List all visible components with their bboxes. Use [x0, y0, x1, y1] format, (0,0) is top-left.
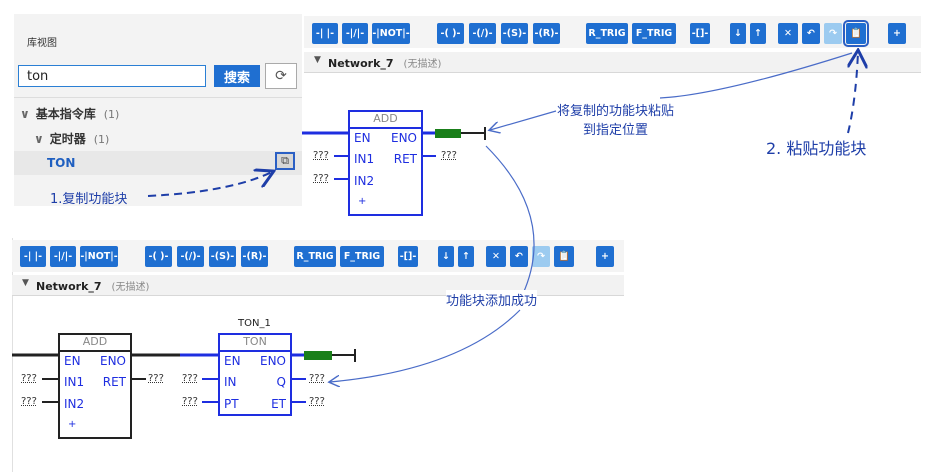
coil-reset-button[interactable]: -(R)-: [533, 23, 560, 44]
ton-et-value[interactable]: ???: [309, 396, 325, 407]
annotation-paste-place: 将复制的功能块粘贴 到指定位置: [557, 104, 675, 138]
add-network-button[interactable]: +: [888, 23, 906, 44]
ret-value[interactable]: ???: [148, 373, 164, 384]
in2-value[interactable]: ???: [313, 173, 329, 184]
paste-button[interactable]: 📋: [843, 20, 869, 47]
contact-not-button[interactable]: -|NOT|-: [80, 246, 118, 267]
contact-no-button[interactable]: -| |-: [20, 246, 46, 267]
in2-value[interactable]: ???: [21, 396, 37, 407]
divider: [14, 97, 302, 98]
search-input[interactable]: [18, 65, 206, 87]
block-button[interactable]: -[]-: [398, 246, 418, 267]
copy-icon[interactable]: ⧉: [275, 152, 295, 170]
collapse-icon[interactable]: ▼: [22, 278, 29, 288]
annotation-copy: 1.复制功能块: [50, 192, 128, 207]
ftrig-button[interactable]: F_TRIG: [340, 246, 384, 267]
add-pin-icon[interactable]: +: [358, 196, 367, 207]
ton-in-value[interactable]: ???: [182, 373, 198, 384]
pin-en: EN: [224, 354, 241, 368]
pin-in2: IN2: [64, 397, 85, 411]
pin-in1: IN1: [64, 375, 85, 389]
pin-pt: PT: [224, 397, 239, 411]
in1-value[interactable]: ???: [21, 373, 37, 384]
network-name: Network_7: [36, 280, 102, 293]
pin-en: EN: [64, 354, 81, 368]
search-button[interactable]: 搜索: [214, 65, 260, 87]
ton-pt-value[interactable]: ???: [182, 396, 198, 407]
ton-block[interactable]: TON EN IN PT ENO Q ET: [218, 333, 292, 416]
network-name: Network_7: [328, 57, 394, 70]
coil-reset-button[interactable]: -(R)-: [241, 246, 268, 267]
tree-count: (1): [93, 133, 110, 146]
move-up-button[interactable]: ↑: [750, 23, 766, 44]
add-network-button[interactable]: +: [596, 246, 614, 267]
contact-no-button[interactable]: -| |-: [312, 23, 338, 44]
move-up-button[interactable]: ↑: [458, 246, 474, 267]
ftrig-button[interactable]: F_TRIG: [632, 23, 676, 44]
redo-button[interactable]: ↷: [824, 23, 842, 44]
pin-eno: ENO: [99, 354, 126, 368]
pin-q: Q: [276, 375, 286, 389]
bottom-ladder-wires: [12, 349, 356, 403]
add-block-bottom[interactable]: ADD EN IN1 IN2 ENO RET +: [58, 333, 132, 439]
coil-button[interactable]: -( )-: [437, 23, 464, 44]
block-title: TON: [220, 335, 290, 352]
pin-in: IN: [224, 375, 237, 389]
contact-nc-button[interactable]: -|/|-: [342, 23, 368, 44]
add-block-top[interactable]: ADD EN IN1 IN2 ENO RET +: [348, 110, 423, 216]
delete-button[interactable]: ✕: [778, 23, 798, 44]
coil-negated-button[interactable]: -(/)-: [469, 23, 496, 44]
coil-button[interactable]: -( )-: [145, 246, 172, 267]
chevron-down-icon: ∨: [34, 132, 44, 146]
pin-en: EN: [354, 131, 371, 145]
network-desc: (无描述): [403, 59, 442, 70]
pin-ret: RET: [102, 375, 126, 389]
delete-button[interactable]: ✕: [486, 246, 506, 267]
tree-label: 定时器: [49, 132, 86, 146]
pin-eno: ENO: [259, 354, 286, 368]
annotation-paste: 2. 粘贴功能块: [766, 139, 867, 158]
block-button[interactable]: -[]-: [690, 23, 710, 44]
pin-in2: IN2: [354, 174, 375, 188]
block-title: ADD: [350, 112, 421, 129]
refresh-icon[interactable]: ⟳: [265, 63, 297, 89]
network-header: ▼ Network_7 (无描述): [304, 52, 921, 73]
tree-item-basic[interactable]: ∨ 基本指令库 (1): [20, 105, 119, 122]
undo-button[interactable]: ↶: [510, 246, 528, 267]
paste-button[interactable]: 📋: [554, 246, 574, 267]
pin-eno: ENO: [390, 131, 417, 145]
ton-q-value[interactable]: ???: [309, 373, 325, 384]
pin-et: ET: [271, 397, 286, 411]
tree-item-timer[interactable]: ∨ 定时器 (1): [34, 130, 109, 147]
undo-button[interactable]: ↶: [802, 23, 820, 44]
tree-count: (1): [103, 108, 120, 121]
in1-value[interactable]: ???: [313, 150, 329, 161]
ret-value[interactable]: ???: [441, 150, 457, 161]
move-down-button[interactable]: ↓: [730, 23, 746, 44]
tree-item-ton[interactable]: TON: [47, 156, 76, 170]
pin-in1: IN1: [354, 152, 375, 166]
ton-instance-name[interactable]: TON_1: [238, 318, 271, 329]
collapse-icon[interactable]: ▼: [314, 55, 321, 65]
network-desc: (无描述): [111, 282, 150, 293]
library-title: 库视图: [27, 38, 57, 49]
block-title: ADD: [60, 335, 130, 352]
coil-set-button[interactable]: -(S)-: [501, 23, 528, 44]
rtrig-button[interactable]: R_TRIG: [294, 246, 336, 267]
add-pin-icon[interactable]: +: [68, 419, 77, 430]
rtrig-button[interactable]: R_TRIG: [586, 23, 628, 44]
annotation-added: 功能块添加成功: [446, 290, 538, 309]
chevron-down-icon: ∨: [20, 107, 30, 121]
tree-label: 基本指令库: [35, 107, 96, 121]
coil-negated-button[interactable]: -(/)-: [177, 246, 204, 267]
redo-button[interactable]: ↷: [532, 246, 550, 267]
coil-set-button[interactable]: -(S)-: [209, 246, 236, 267]
pin-ret: RET: [393, 152, 417, 166]
contact-nc-button[interactable]: -|/|-: [50, 246, 76, 267]
contact-not-button[interactable]: -|NOT|-: [372, 23, 410, 44]
move-down-button[interactable]: ↓: [438, 246, 454, 267]
